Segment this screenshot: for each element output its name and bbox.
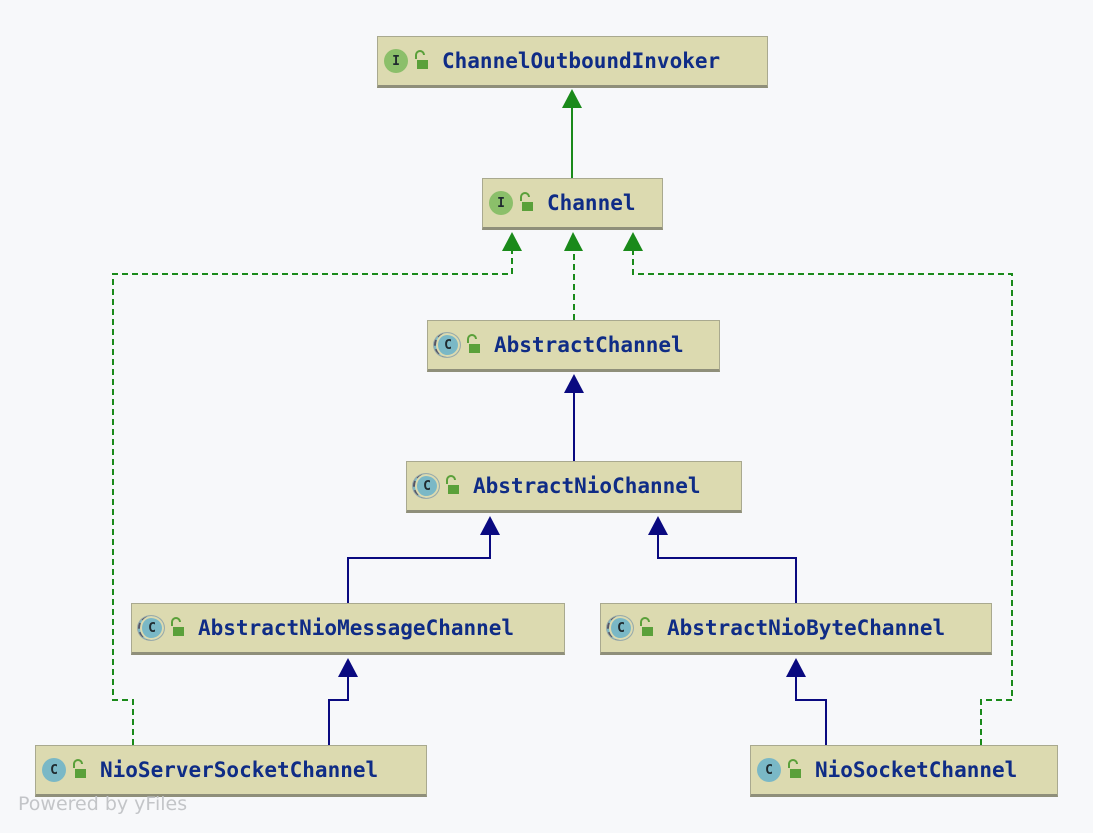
node-label: ChannelOutboundInvoker xyxy=(442,49,721,73)
interface-icon: I xyxy=(489,191,513,215)
abstract-class-icon: C xyxy=(607,616,633,640)
node-label: AbstractChannel xyxy=(494,333,684,357)
abstract-class-icon: C xyxy=(413,474,439,498)
interface-icon: I xyxy=(384,49,408,73)
node-nio-socket-channel[interactable]: C NioSocketChannel xyxy=(750,745,1058,797)
unlocked-icon xyxy=(640,617,653,636)
abstract-class-icon: C xyxy=(138,616,164,640)
powered-by-footer: Powered by yFiles xyxy=(18,793,188,815)
edge-socket-to-byte xyxy=(786,658,827,745)
node-label: Channel xyxy=(547,191,636,215)
node-abstract-nio-message-channel[interactable]: C AbstractNioMessageChannel xyxy=(131,603,565,655)
node-abstract-channel[interactable]: C AbstractChannel xyxy=(427,320,720,372)
node-label: AbstractNioByteChannel xyxy=(667,616,946,640)
unlocked-icon xyxy=(73,759,86,778)
node-channel[interactable]: I Channel xyxy=(482,178,663,230)
node-abstract-nio-channel[interactable]: C AbstractNioChannel xyxy=(406,461,742,513)
unlocked-icon xyxy=(788,759,801,778)
edge-server-socket-to-message xyxy=(328,658,358,745)
node-label: AbstractNioMessageChannel xyxy=(198,616,515,640)
node-label: NioServerSocketChannel xyxy=(100,758,379,782)
edge-nio-socket-to-channel xyxy=(623,232,1013,745)
unlocked-icon xyxy=(171,617,184,636)
node-channel-outbound-invoker[interactable]: I ChannelOutboundInvoker xyxy=(377,36,768,88)
unlocked-icon xyxy=(415,50,428,69)
class-icon: C xyxy=(757,758,781,782)
edge-abstract-nio-to-abstract-channel xyxy=(564,374,584,461)
edge-abstract-channel-to-channel xyxy=(564,232,583,320)
node-nio-server-socket-channel[interactable]: C NioServerSocketChannel xyxy=(35,745,427,797)
class-icon: C xyxy=(42,758,66,782)
unlocked-icon xyxy=(467,334,480,353)
node-label: NioSocketChannel xyxy=(815,758,1018,782)
node-abstract-nio-byte-channel[interactable]: C AbstractNioByteChannel xyxy=(600,603,992,655)
edge-channel-to-outbound-invoker xyxy=(562,89,582,178)
unlocked-icon xyxy=(446,475,459,494)
edge-byte-to-abstract-nio xyxy=(648,516,797,603)
abstract-class-icon: C xyxy=(434,333,460,357)
unlocked-icon xyxy=(520,192,533,211)
edge-message-to-abstract-nio xyxy=(347,516,500,603)
edge-nio-server-socket-to-channel xyxy=(112,232,522,745)
node-label: AbstractNioChannel xyxy=(473,474,701,498)
